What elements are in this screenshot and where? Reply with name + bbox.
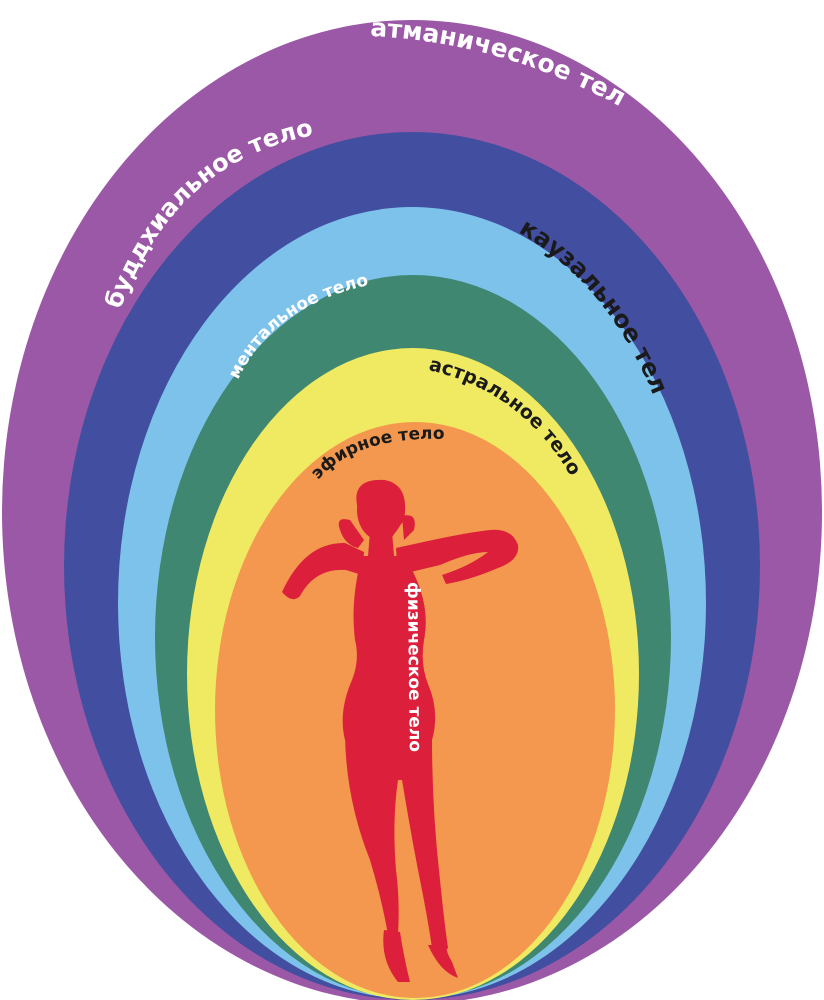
physical-body-label: физическое тело: [403, 582, 425, 752]
human-silhouette-icon: [282, 479, 519, 982]
